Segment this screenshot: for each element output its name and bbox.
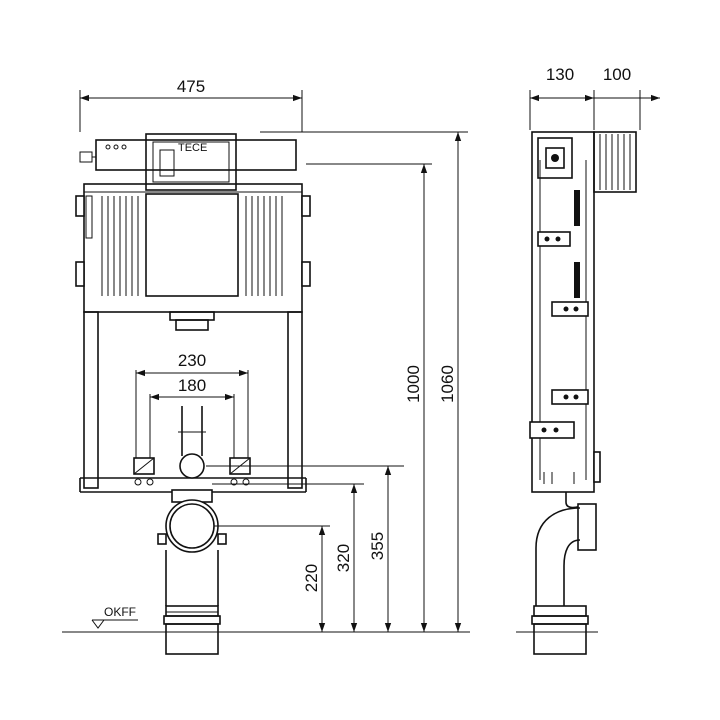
dimension-lines: 475 130 100 230 180 OKFF 220 bbox=[62, 65, 660, 633]
side-frame-column bbox=[531, 131, 595, 493]
side-drain-bend bbox=[535, 507, 581, 606]
floor-level-label: OKFF bbox=[104, 605, 136, 619]
dim-label-320: 320 bbox=[334, 544, 353, 572]
frame-leg-left bbox=[83, 311, 99, 489]
dim-label-100: 100 bbox=[603, 65, 631, 84]
dim-label-220: 220 bbox=[302, 564, 321, 592]
dim-label-475: 475 bbox=[177, 77, 205, 96]
side-cistern-ribs bbox=[599, 134, 631, 190]
drain-sleeve bbox=[165, 623, 219, 655]
side-drain-clamp bbox=[577, 503, 597, 551]
frame-leg-right bbox=[287, 311, 303, 489]
dim-label-355: 355 bbox=[368, 532, 387, 560]
cistern-ribs-left bbox=[101, 196, 139, 296]
flush-actuator-housing bbox=[145, 133, 237, 191]
dim-label-180: 180 bbox=[178, 376, 206, 395]
side-cistern-profile bbox=[593, 131, 637, 193]
flush-pipe-outlet bbox=[179, 453, 205, 479]
dim-label-1000: 1000 bbox=[404, 365, 423, 403]
dim-label-130: 130 bbox=[546, 65, 574, 84]
brand-label: TECE bbox=[178, 142, 207, 154]
dim-label-1060: 1060 bbox=[438, 365, 457, 403]
top-cap bbox=[95, 139, 297, 171]
cistern-window bbox=[145, 193, 239, 297]
dim-label-230: 230 bbox=[178, 351, 206, 370]
side-drain-sleeve bbox=[533, 623, 587, 655]
side-view bbox=[529, 131, 637, 655]
cistern-body bbox=[83, 183, 303, 313]
front-view: TECE bbox=[75, 133, 311, 655]
cistern-ribs-right bbox=[245, 196, 283, 296]
